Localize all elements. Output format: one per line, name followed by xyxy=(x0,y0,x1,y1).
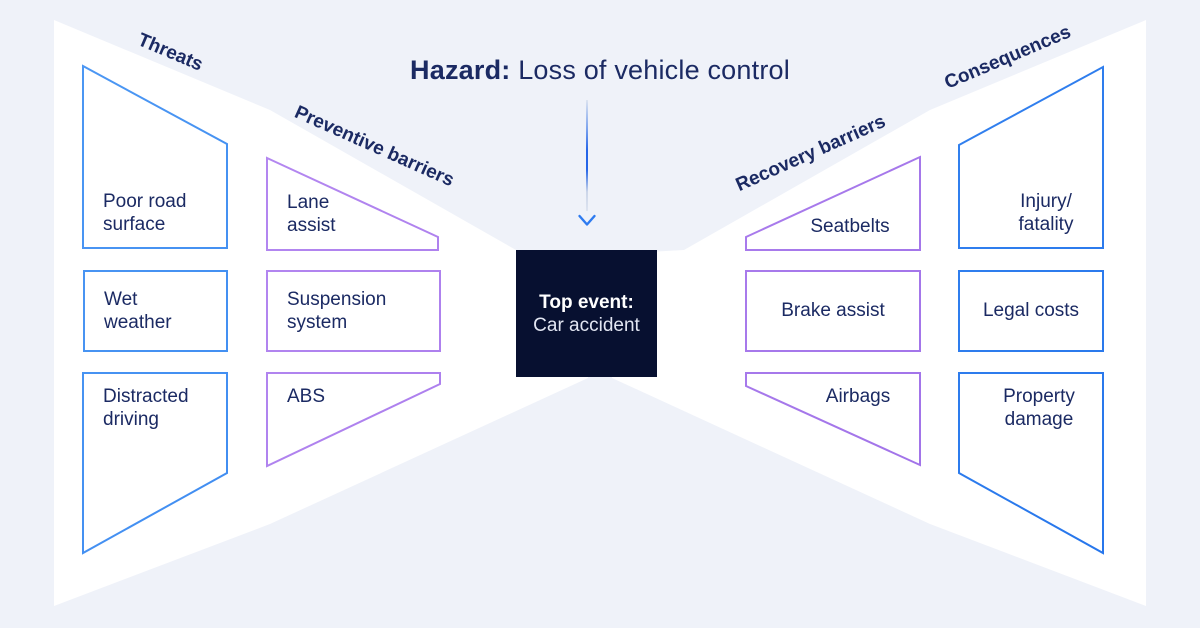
threat-box-distracted-driving xyxy=(82,372,228,555)
consequence-box-injury-fatality xyxy=(958,65,1104,249)
preventive-box-lane-assist xyxy=(266,156,439,251)
recovery-box-seatbelts xyxy=(745,155,921,251)
recovery-box-airbags xyxy=(745,372,921,467)
recovery-box-brake-assist xyxy=(745,270,921,352)
top-event-box xyxy=(516,250,657,377)
threat-box-wet-weather xyxy=(83,270,228,352)
preventive-box-abs xyxy=(266,372,441,468)
preventive-box-suspension-system xyxy=(266,270,441,352)
arrow-down-icon xyxy=(578,214,596,226)
consequence-box-legal-costs xyxy=(958,270,1104,352)
consequence-box-property-damage xyxy=(958,372,1104,555)
threat-box-poor-road-surface xyxy=(82,64,228,249)
